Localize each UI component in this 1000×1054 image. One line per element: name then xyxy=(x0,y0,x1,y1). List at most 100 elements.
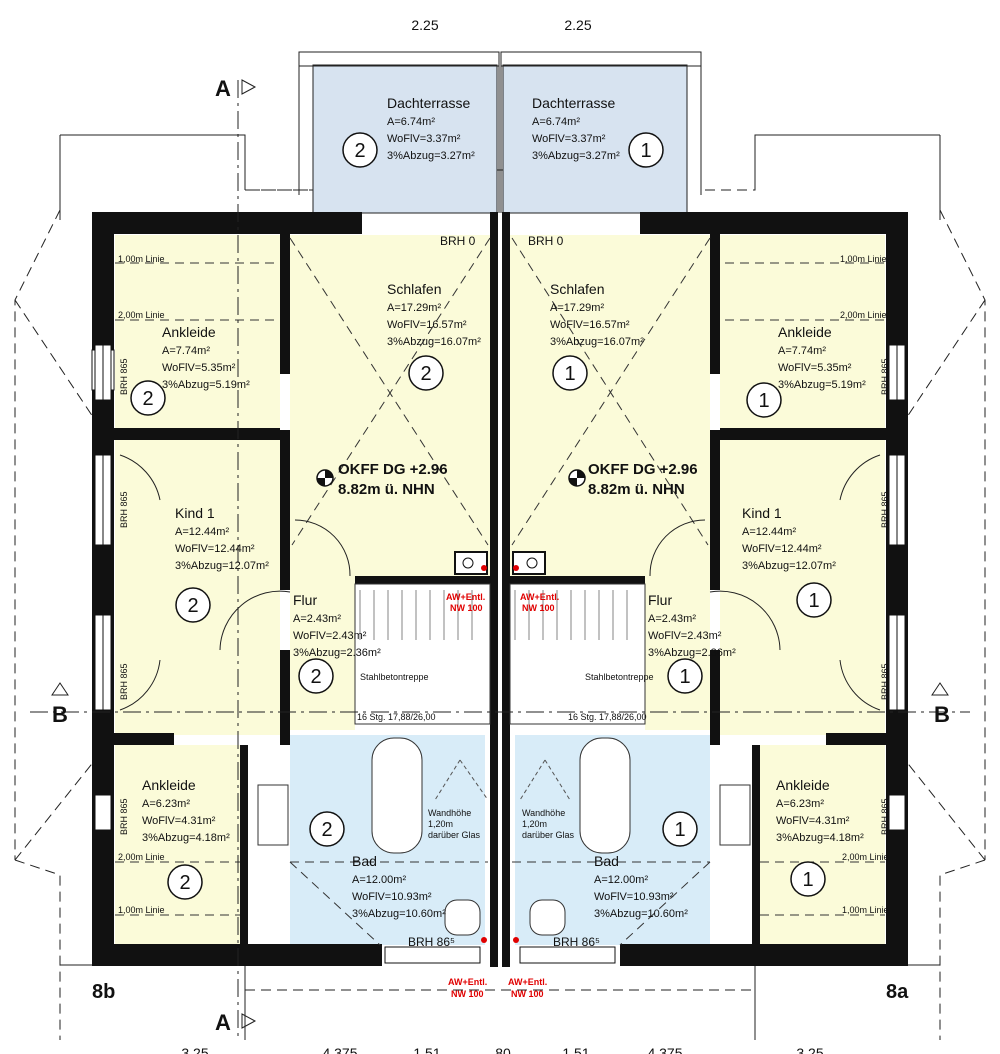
room-name: Bad xyxy=(352,853,377,869)
wallheight-right-2: 1,20m xyxy=(522,819,547,829)
level-right-2: 8.82m ü. NHN xyxy=(588,481,685,498)
terrace-railings xyxy=(298,51,702,213)
room-number: 1 xyxy=(640,140,651,162)
line100-tl: 1,00m Linie xyxy=(118,254,165,264)
level-symbols xyxy=(316,469,586,487)
room-area: A=6.23m² xyxy=(776,798,824,810)
room-number: 1 xyxy=(564,363,575,385)
room-wofl: WoFlV=2.43m² xyxy=(648,630,722,642)
section-lines xyxy=(30,79,970,1040)
shaft-bottom-right-2: NW 100 xyxy=(511,989,544,999)
bath-fixtures xyxy=(257,737,751,936)
wallheight-left-3: darüber Glas xyxy=(428,830,481,840)
brh-bad-right: BRH 86⁵ xyxy=(553,935,600,949)
wallheight-left-1: Wandhöhe xyxy=(428,808,471,818)
brh865-tl: BRH 865 xyxy=(119,358,129,395)
section-b-left: B xyxy=(52,702,68,727)
room-wofl: WoFlV=12.44m² xyxy=(175,543,255,555)
dim-bottom: 3.25 xyxy=(796,1045,823,1054)
brh865-kl2: BRH 865 xyxy=(119,663,129,700)
room-number-circle xyxy=(790,861,826,897)
room-area: A=12.00m² xyxy=(352,874,406,886)
shaft-markers xyxy=(454,551,546,943)
line200-tr: 2,00m Linie xyxy=(840,310,887,320)
room-area: A=12.00m² xyxy=(594,874,648,886)
room-number-circle xyxy=(796,582,832,618)
stair-steps-left: 16 Stg. 17,88/26,00 xyxy=(357,712,436,722)
room-wofl: WoFlV=16.57m² xyxy=(550,319,630,331)
dim-top-left: 2.25 xyxy=(411,17,438,33)
room-number-circle xyxy=(309,811,345,847)
shaft-top-left-2: NW 100 xyxy=(450,603,483,613)
room-abzug: 3%Abzug=4.18m² xyxy=(776,832,864,844)
room-wofl: WoFlV=3.37m² xyxy=(387,133,461,145)
room-abzug: 3%Abzug=16.07m² xyxy=(550,336,644,348)
brh865-br: BRH 865 xyxy=(880,798,890,835)
room-number-circle xyxy=(662,811,698,847)
room-number-circle xyxy=(175,587,211,623)
room-abzug: 3%Abzug=10.60m² xyxy=(352,908,446,920)
room-number: 1 xyxy=(808,590,819,612)
shaft-bottom-left-2: NW 100 xyxy=(451,989,484,999)
room-name: Kind 1 xyxy=(742,505,782,521)
wallheight-right-1: Wandhöhe xyxy=(522,808,565,818)
dim-bottom: 1.51 xyxy=(413,1045,440,1054)
room-number-circle xyxy=(408,355,444,391)
dim-bottom: 3.25 xyxy=(181,1045,208,1054)
room-number: 2 xyxy=(187,595,198,617)
room-abzug: 3%Abzug=3.27m² xyxy=(532,150,620,162)
room-number: 2 xyxy=(142,388,153,410)
line100-tr: 1,00m Linie xyxy=(840,254,887,264)
room-wofl: WoFlV=5.35m² xyxy=(778,362,852,374)
dim-bottom: 1.51 xyxy=(562,1045,589,1054)
room-name: Kind 1 xyxy=(175,505,215,521)
room-area: A=17.29m² xyxy=(550,302,604,314)
room-area: A=6.23m² xyxy=(142,798,190,810)
room-number-circle xyxy=(298,658,334,694)
room-area: A=12.44m² xyxy=(175,526,229,538)
room-abzug: 3%Abzug=5.19m² xyxy=(778,379,866,391)
room-abzug: 3%Abzug=16.07m² xyxy=(387,336,481,348)
room-area: A=2.43m² xyxy=(293,613,341,625)
room-abzug: 3%Abzug=2.36m² xyxy=(648,647,736,659)
stair-material-left: Stahlbetontreppe xyxy=(360,672,429,682)
room-area: A=7.74m² xyxy=(778,345,826,357)
level-left-1: OKFF DG +2.96 xyxy=(338,461,448,478)
room-wofl: WoFlV=2.43m² xyxy=(293,630,367,642)
brh865-kl1: BRH 865 xyxy=(119,491,129,528)
room-abzug: 3%Abzug=12.07m² xyxy=(742,560,836,572)
room-labels: DachterrasseA=6.74m²WoFlV=3.37m²3%Abzug=… xyxy=(142,95,866,920)
brh0-left: BRH 0 xyxy=(440,234,476,248)
shaft-top-right-2: NW 100 xyxy=(522,603,555,613)
room-name: Ankleide xyxy=(776,777,830,793)
room-number-circles xyxy=(130,132,832,900)
wallheight-right-3: darüber Glas xyxy=(522,830,575,840)
room-number: 2 xyxy=(354,140,365,162)
room-name: Dachterrasse xyxy=(532,95,615,111)
stair-steps-right: 16 Stg. 17,88/26,00 xyxy=(568,712,647,722)
room-abzug: 3%Abzug=2.36m² xyxy=(293,647,381,659)
stair-steps xyxy=(359,590,628,640)
line200-br: 2,00m Linie xyxy=(842,852,889,862)
room-number: 1 xyxy=(679,666,690,688)
room-area: A=2.43m² xyxy=(648,613,696,625)
staircase xyxy=(354,583,646,725)
room-name: Schlafen xyxy=(387,281,441,297)
room-number-circle xyxy=(552,355,588,391)
room-number-circle xyxy=(167,864,203,900)
room-abzug: 3%Abzug=12.07m² xyxy=(175,560,269,572)
level-right-1: OKFF DG +2.96 xyxy=(588,461,698,478)
dim-bottom: 4.375 xyxy=(647,1045,682,1054)
room-wofl: WoFlV=4.31m² xyxy=(142,815,216,827)
room-number-circle xyxy=(746,382,782,418)
brh865-tr: BRH 865 xyxy=(880,358,890,395)
room-abzug: 3%Abzug=3.27m² xyxy=(387,150,475,162)
room-fills xyxy=(115,235,885,945)
unit-right: 8a xyxy=(886,981,909,1003)
shaft-bottom-left-1: AW+Entl. xyxy=(448,977,487,987)
room-area: A=7.74m² xyxy=(162,345,210,357)
shaft-top-left-1: AW+Entl. xyxy=(446,592,485,602)
brh0-right: BRH 0 xyxy=(528,234,564,248)
dim-bottom: 4.375 xyxy=(322,1045,357,1054)
